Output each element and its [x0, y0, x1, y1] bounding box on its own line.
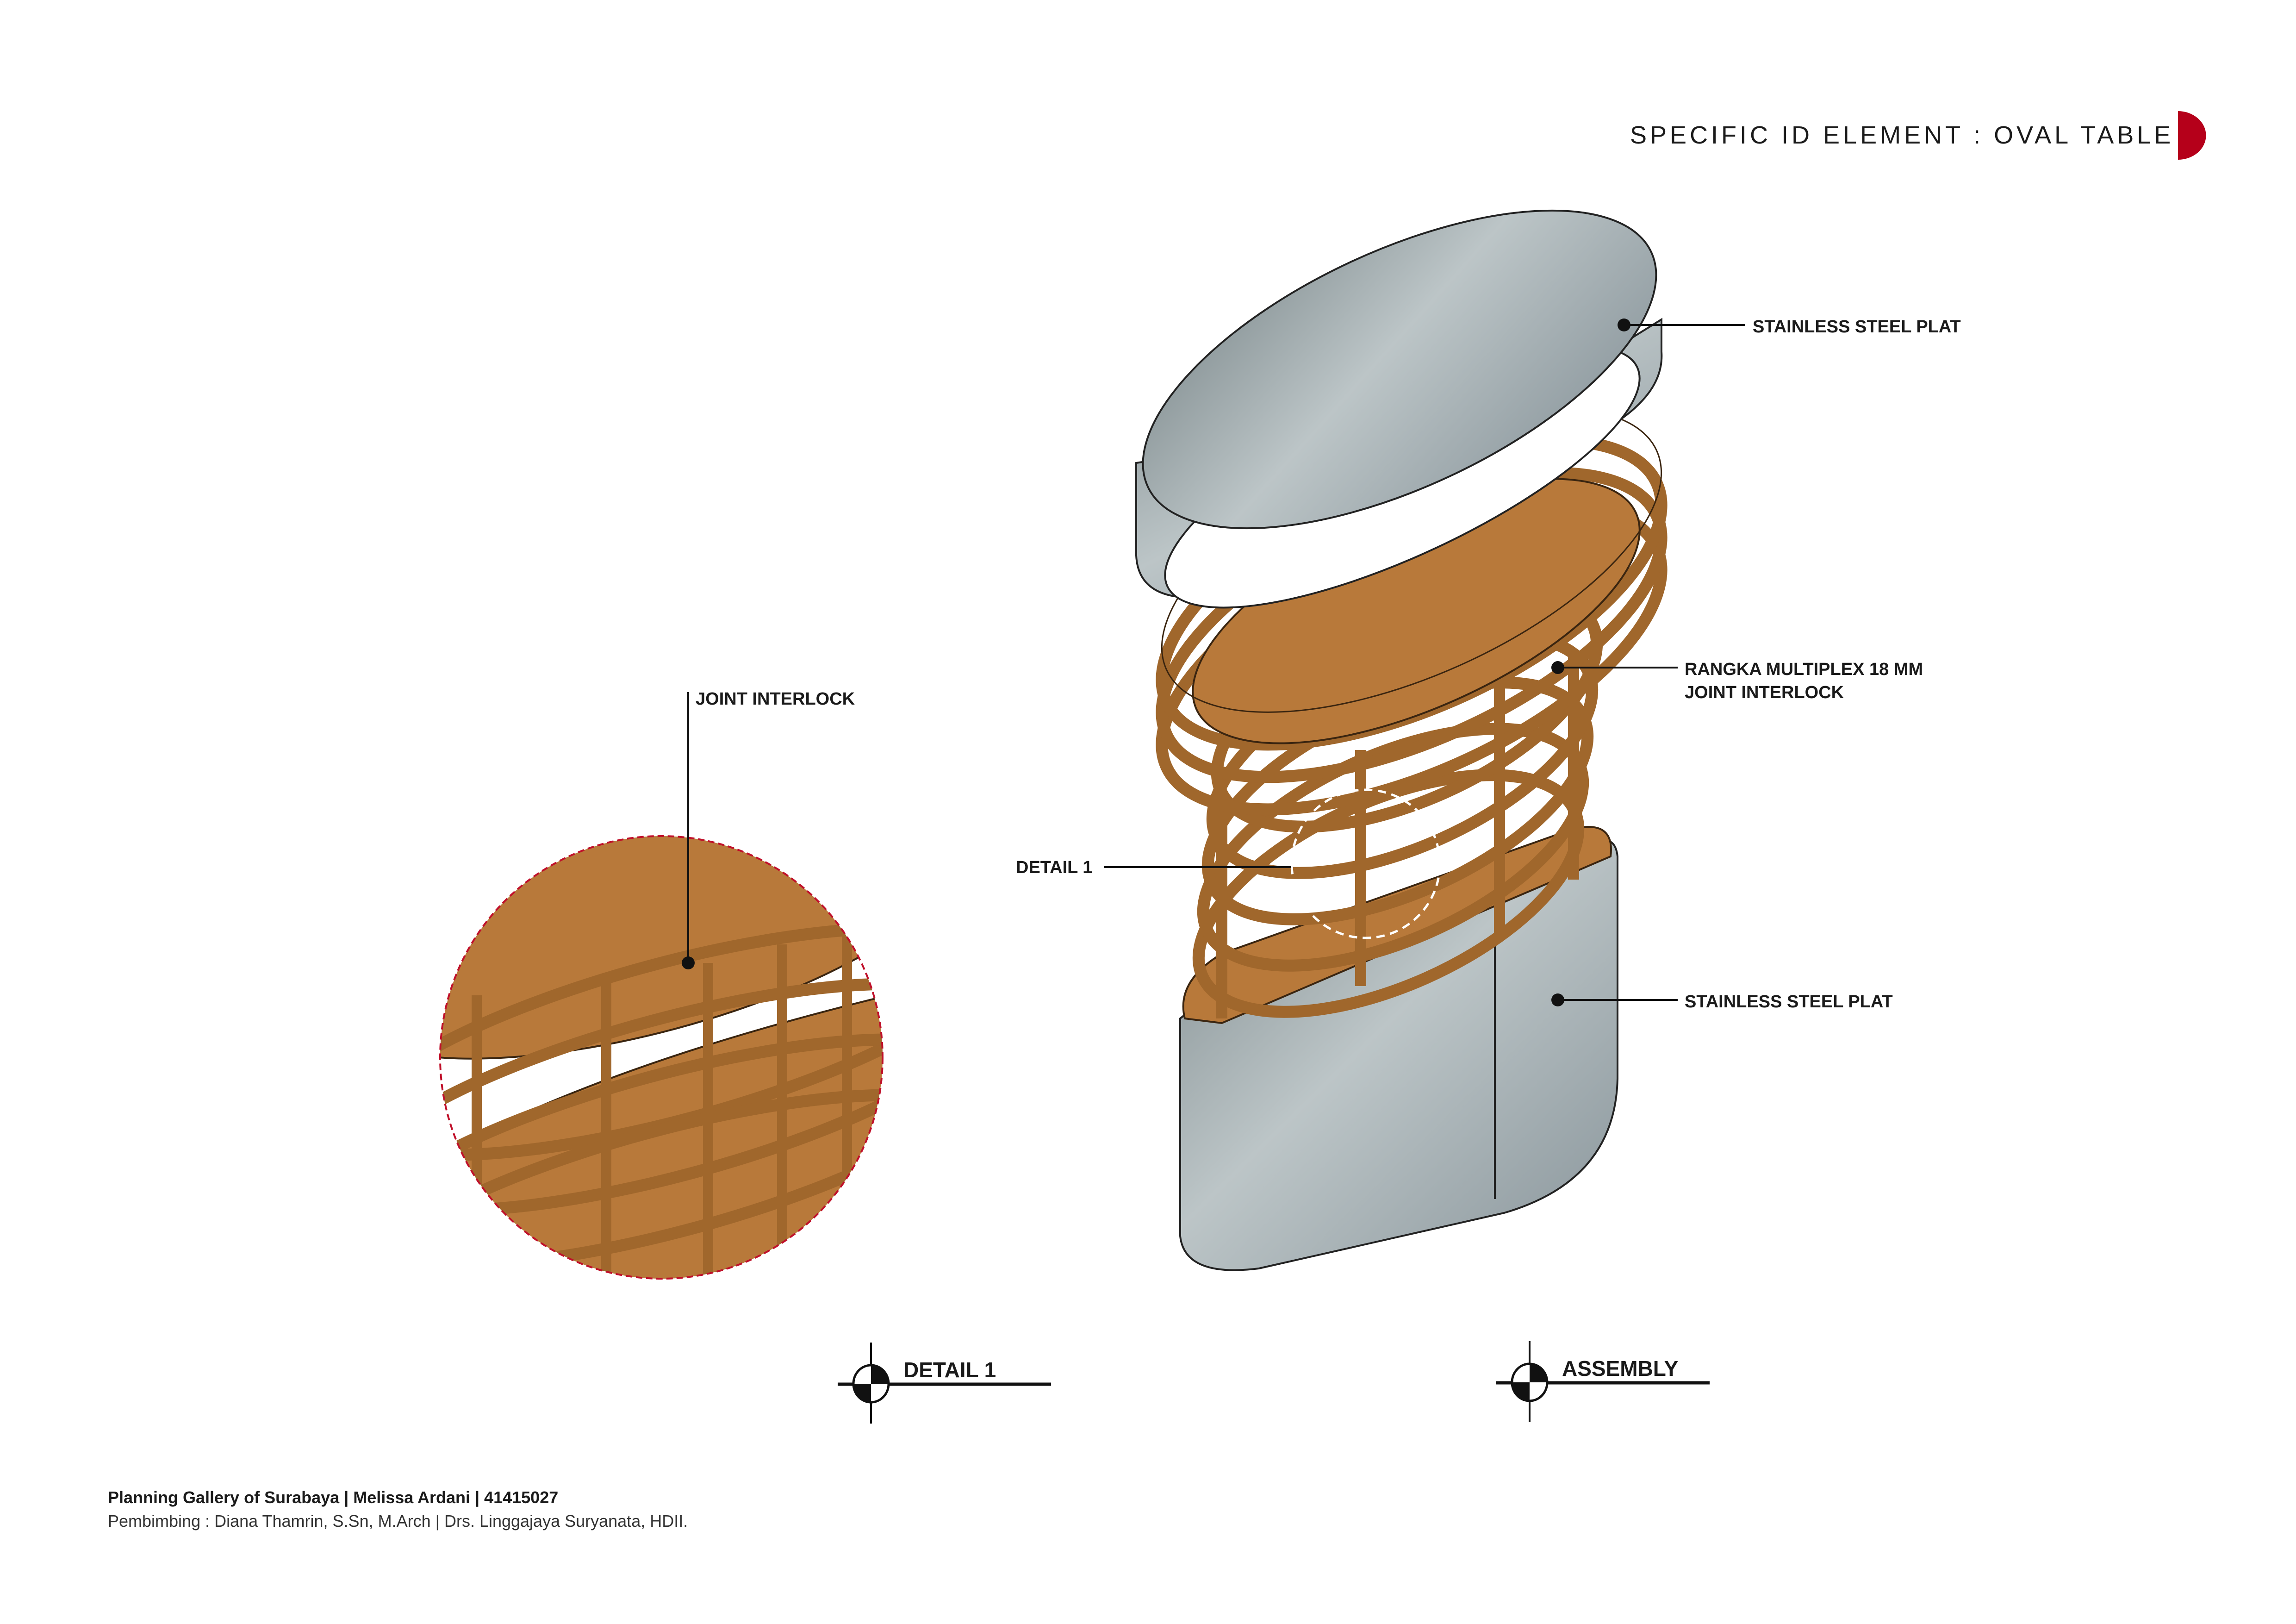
sheet-title: SPECIFIC ID ELEMENT : OVAL TABLE	[1630, 121, 2174, 149]
detail-marker-circle	[1290, 788, 1441, 939]
svg-text:DETAIL 1: DETAIL 1	[1016, 858, 1092, 877]
footer-advisors-line: Pembimbing : Diana Thamrin, S.Sn, M.Arch…	[108, 1512, 688, 1530]
callout-base-plate: STAINLESS STEEL PLAT	[1551, 992, 1893, 1012]
svg-text:ASSEMBLY: ASSEMBLY	[1562, 1356, 1678, 1380]
svg-text:JOINT INTERLOCK: JOINT INTERLOCK	[1685, 683, 1844, 702]
callout-detail-joint: JOINT INTERLOCK	[682, 689, 855, 969]
svg-text:DETAIL 1: DETAIL 1	[903, 1358, 996, 1382]
svg-text:STAINLESS STEEL PLAT: STAINLESS STEEL PLAT	[1753, 317, 1961, 337]
view-title-assembly: ASSEMBLY	[1496, 1341, 1710, 1422]
footer-project-line: Planning Gallery of Surabaya | Melissa A…	[108, 1488, 558, 1507]
callout-detail-ref: DETAIL 1	[1016, 858, 1291, 877]
multiplex-frame	[1156, 407, 1668, 1024]
callout-frame: RANGKA MULTIPLEX 18 MM JOINT INTERLOCK	[1551, 660, 1923, 702]
view-title-detail: DETAIL 1	[838, 1343, 1051, 1424]
accent-half-circle	[2178, 111, 2206, 160]
svg-text:RANGKA MULTIPLEX 18 MM: RANGKA MULTIPLEX 18 MM	[1685, 660, 1923, 679]
top-steel-plate	[1135, 209, 1663, 609]
callout-top-plate: STAINLESS STEEL PLAT	[1618, 317, 1961, 337]
svg-text:JOINT INTERLOCK: JOINT INTERLOCK	[696, 689, 855, 709]
svg-text:STAINLESS STEEL PLAT: STAINLESS STEEL PLAT	[1685, 992, 1893, 1012]
base-steel-plate	[1179, 839, 1618, 1271]
